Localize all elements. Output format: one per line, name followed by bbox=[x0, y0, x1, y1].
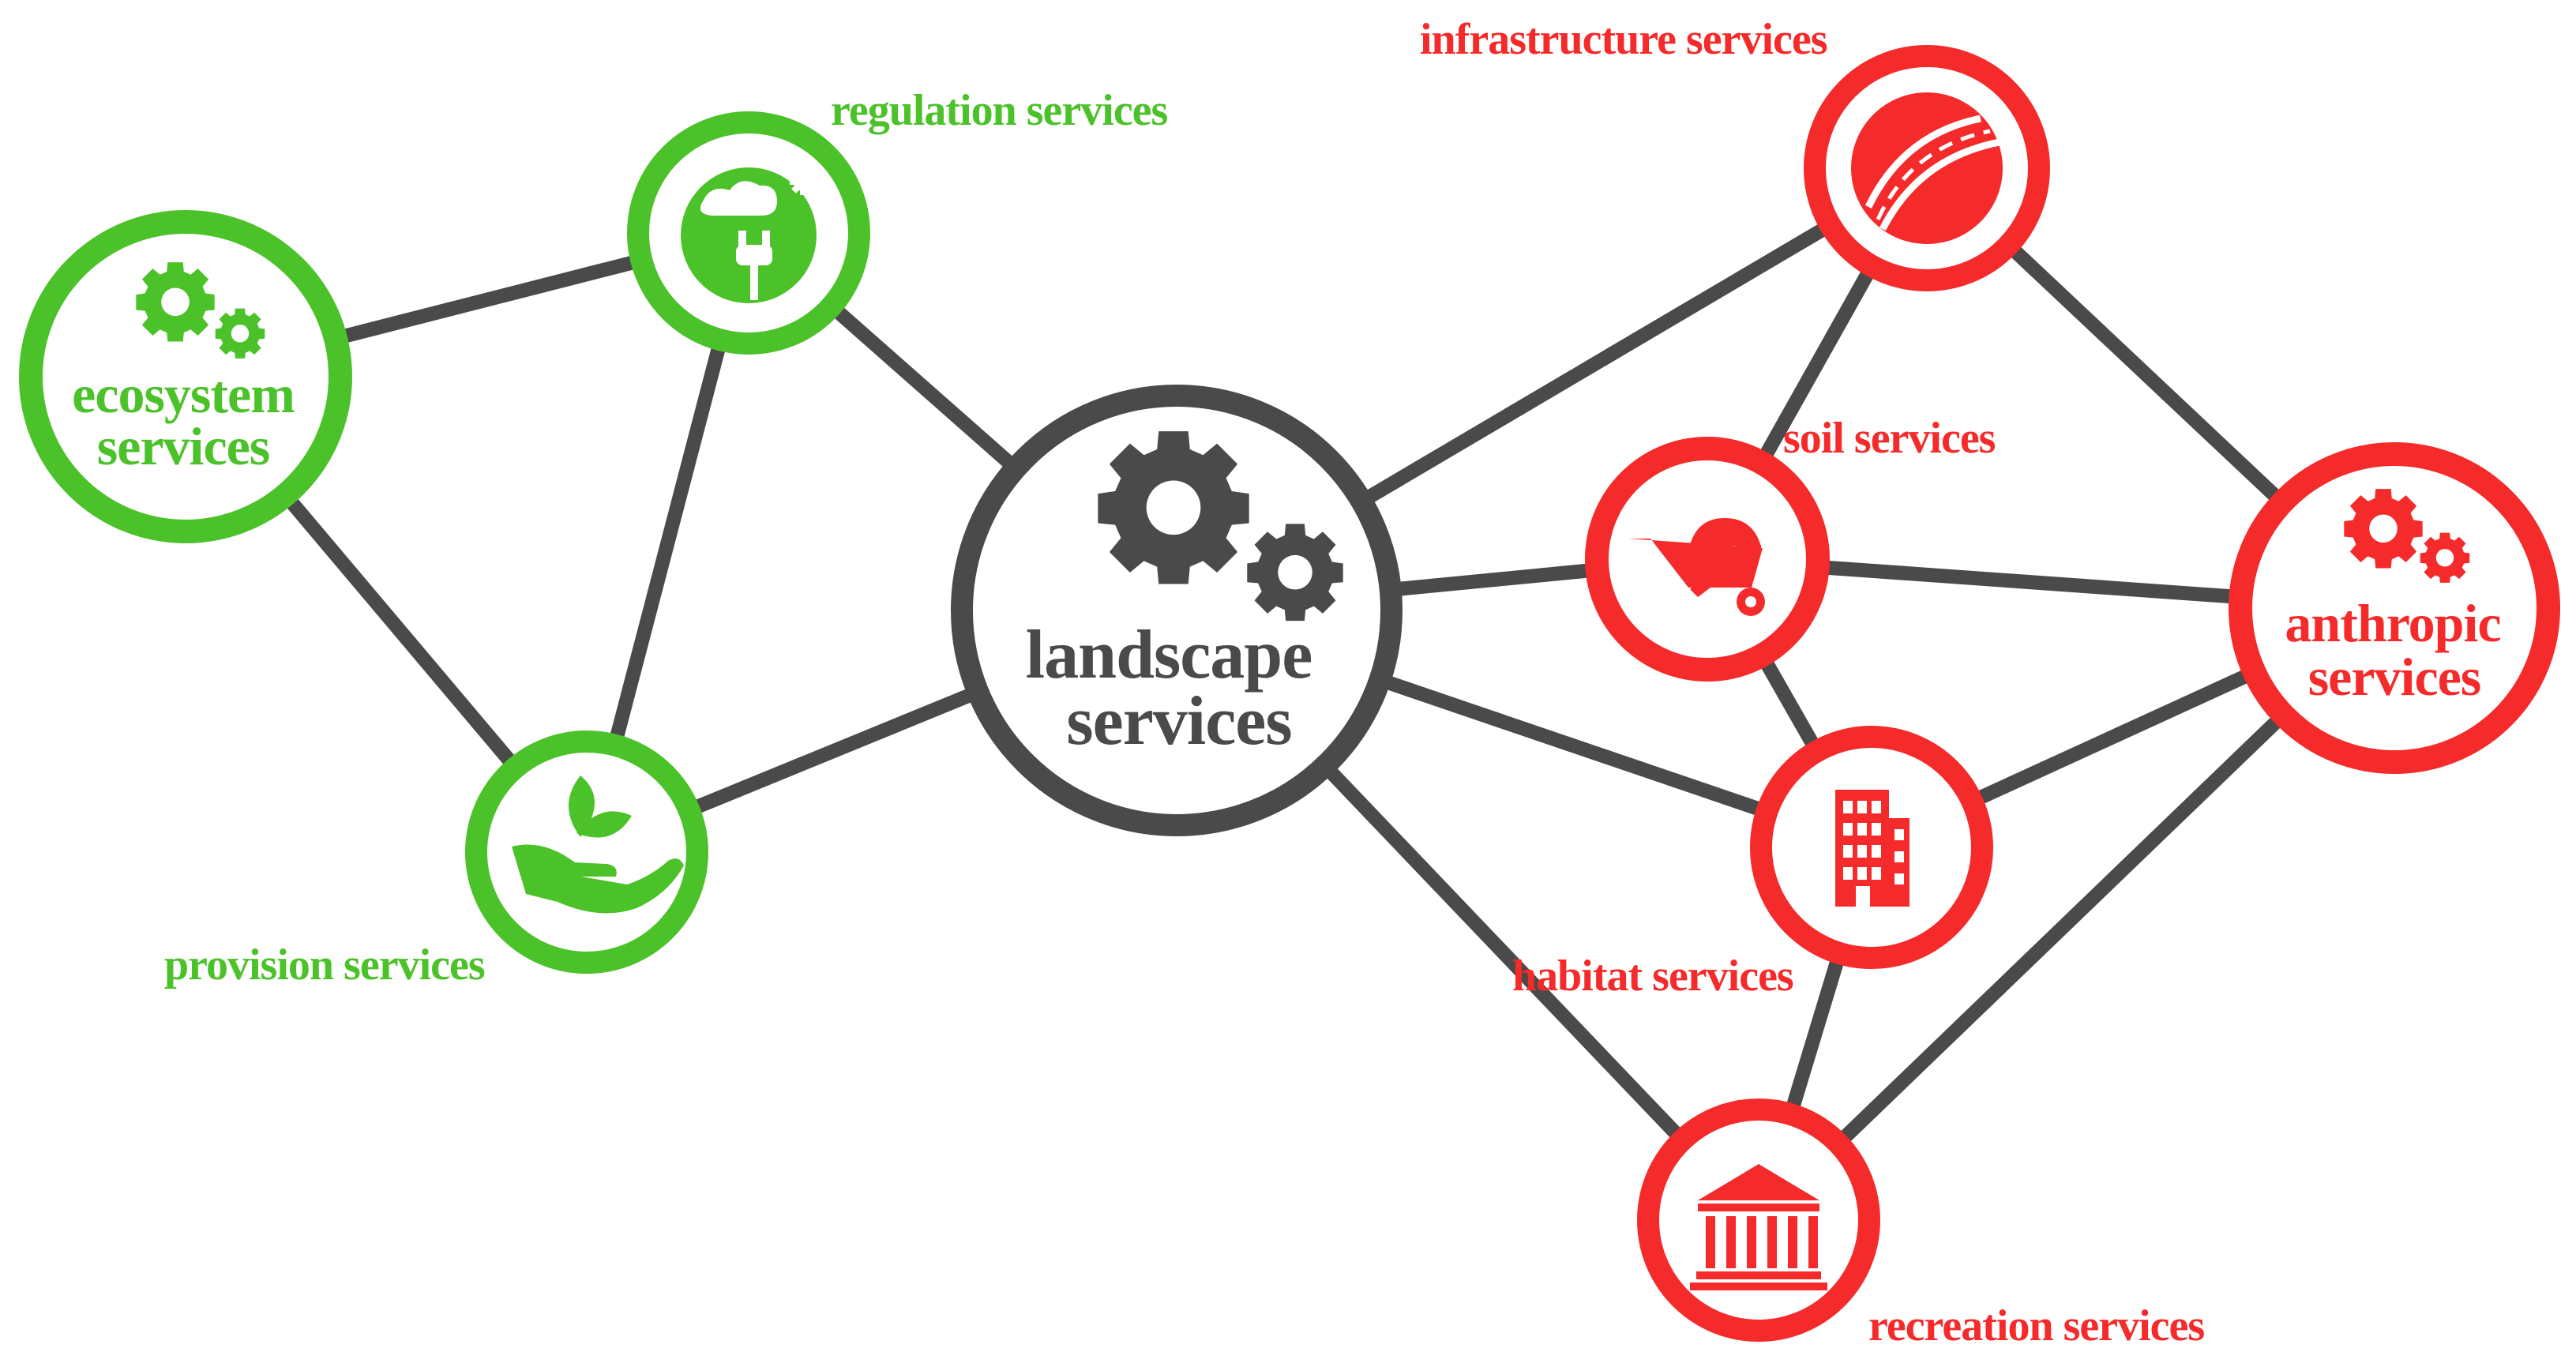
regulation-label: regulation services bbox=[831, 86, 1168, 135]
anthropic-label-line2: services bbox=[2308, 647, 2481, 707]
ecosystem-circle bbox=[19, 210, 352, 543]
habitat-label: habitat services bbox=[1512, 952, 1793, 1001]
node-landscape-services[interactable]: landscape services bbox=[951, 385, 1403, 836]
landscape-label-line1: landscape bbox=[1026, 617, 1312, 693]
recreation-circle bbox=[1637, 1098, 1880, 1342]
infrastructure-label: infrastructure services bbox=[1420, 15, 1827, 64]
node-regulation-services[interactable]: regulation services bbox=[627, 86, 1169, 355]
building-icon bbox=[1835, 790, 1909, 907]
landscape-label-line2: services bbox=[1066, 683, 1291, 760]
ecosystem-label-line1: ecosystem bbox=[72, 364, 295, 424]
museum-icon bbox=[1690, 1164, 1827, 1290]
landscape-circle bbox=[951, 385, 1403, 836]
provision-label: provision services bbox=[164, 941, 485, 990]
recreation-label: recreation services bbox=[1868, 1301, 2204, 1350]
node-habitat-services[interactable]: habitat services bbox=[1512, 726, 1993, 1001]
node-recreation-services[interactable]: recreation services bbox=[1637, 1098, 2205, 1350]
node-anthropic-services[interactable]: anthropic services bbox=[2229, 442, 2560, 774]
hand-leaf-icon bbox=[512, 776, 684, 914]
anthropic-circle bbox=[2229, 442, 2560, 774]
anthropic-label-line1: anthropic bbox=[2285, 593, 2500, 653]
climate-earth-icon bbox=[681, 167, 817, 303]
soil-label: soil services bbox=[1783, 414, 1996, 463]
road-icon bbox=[1851, 92, 2003, 244]
provision-circle bbox=[465, 730, 708, 974]
node-infrastructure-services[interactable]: infrastructure services bbox=[1420, 15, 2050, 291]
node-provision-services[interactable]: provision services bbox=[164, 730, 708, 990]
node-soil-services[interactable]: soil services bbox=[1585, 414, 1996, 682]
wheelbarrow-icon bbox=[1628, 518, 1765, 616]
node-ecosystem-services[interactable]: ecosystem services bbox=[19, 210, 352, 543]
ecosystem-label-line2: services bbox=[97, 416, 270, 476]
